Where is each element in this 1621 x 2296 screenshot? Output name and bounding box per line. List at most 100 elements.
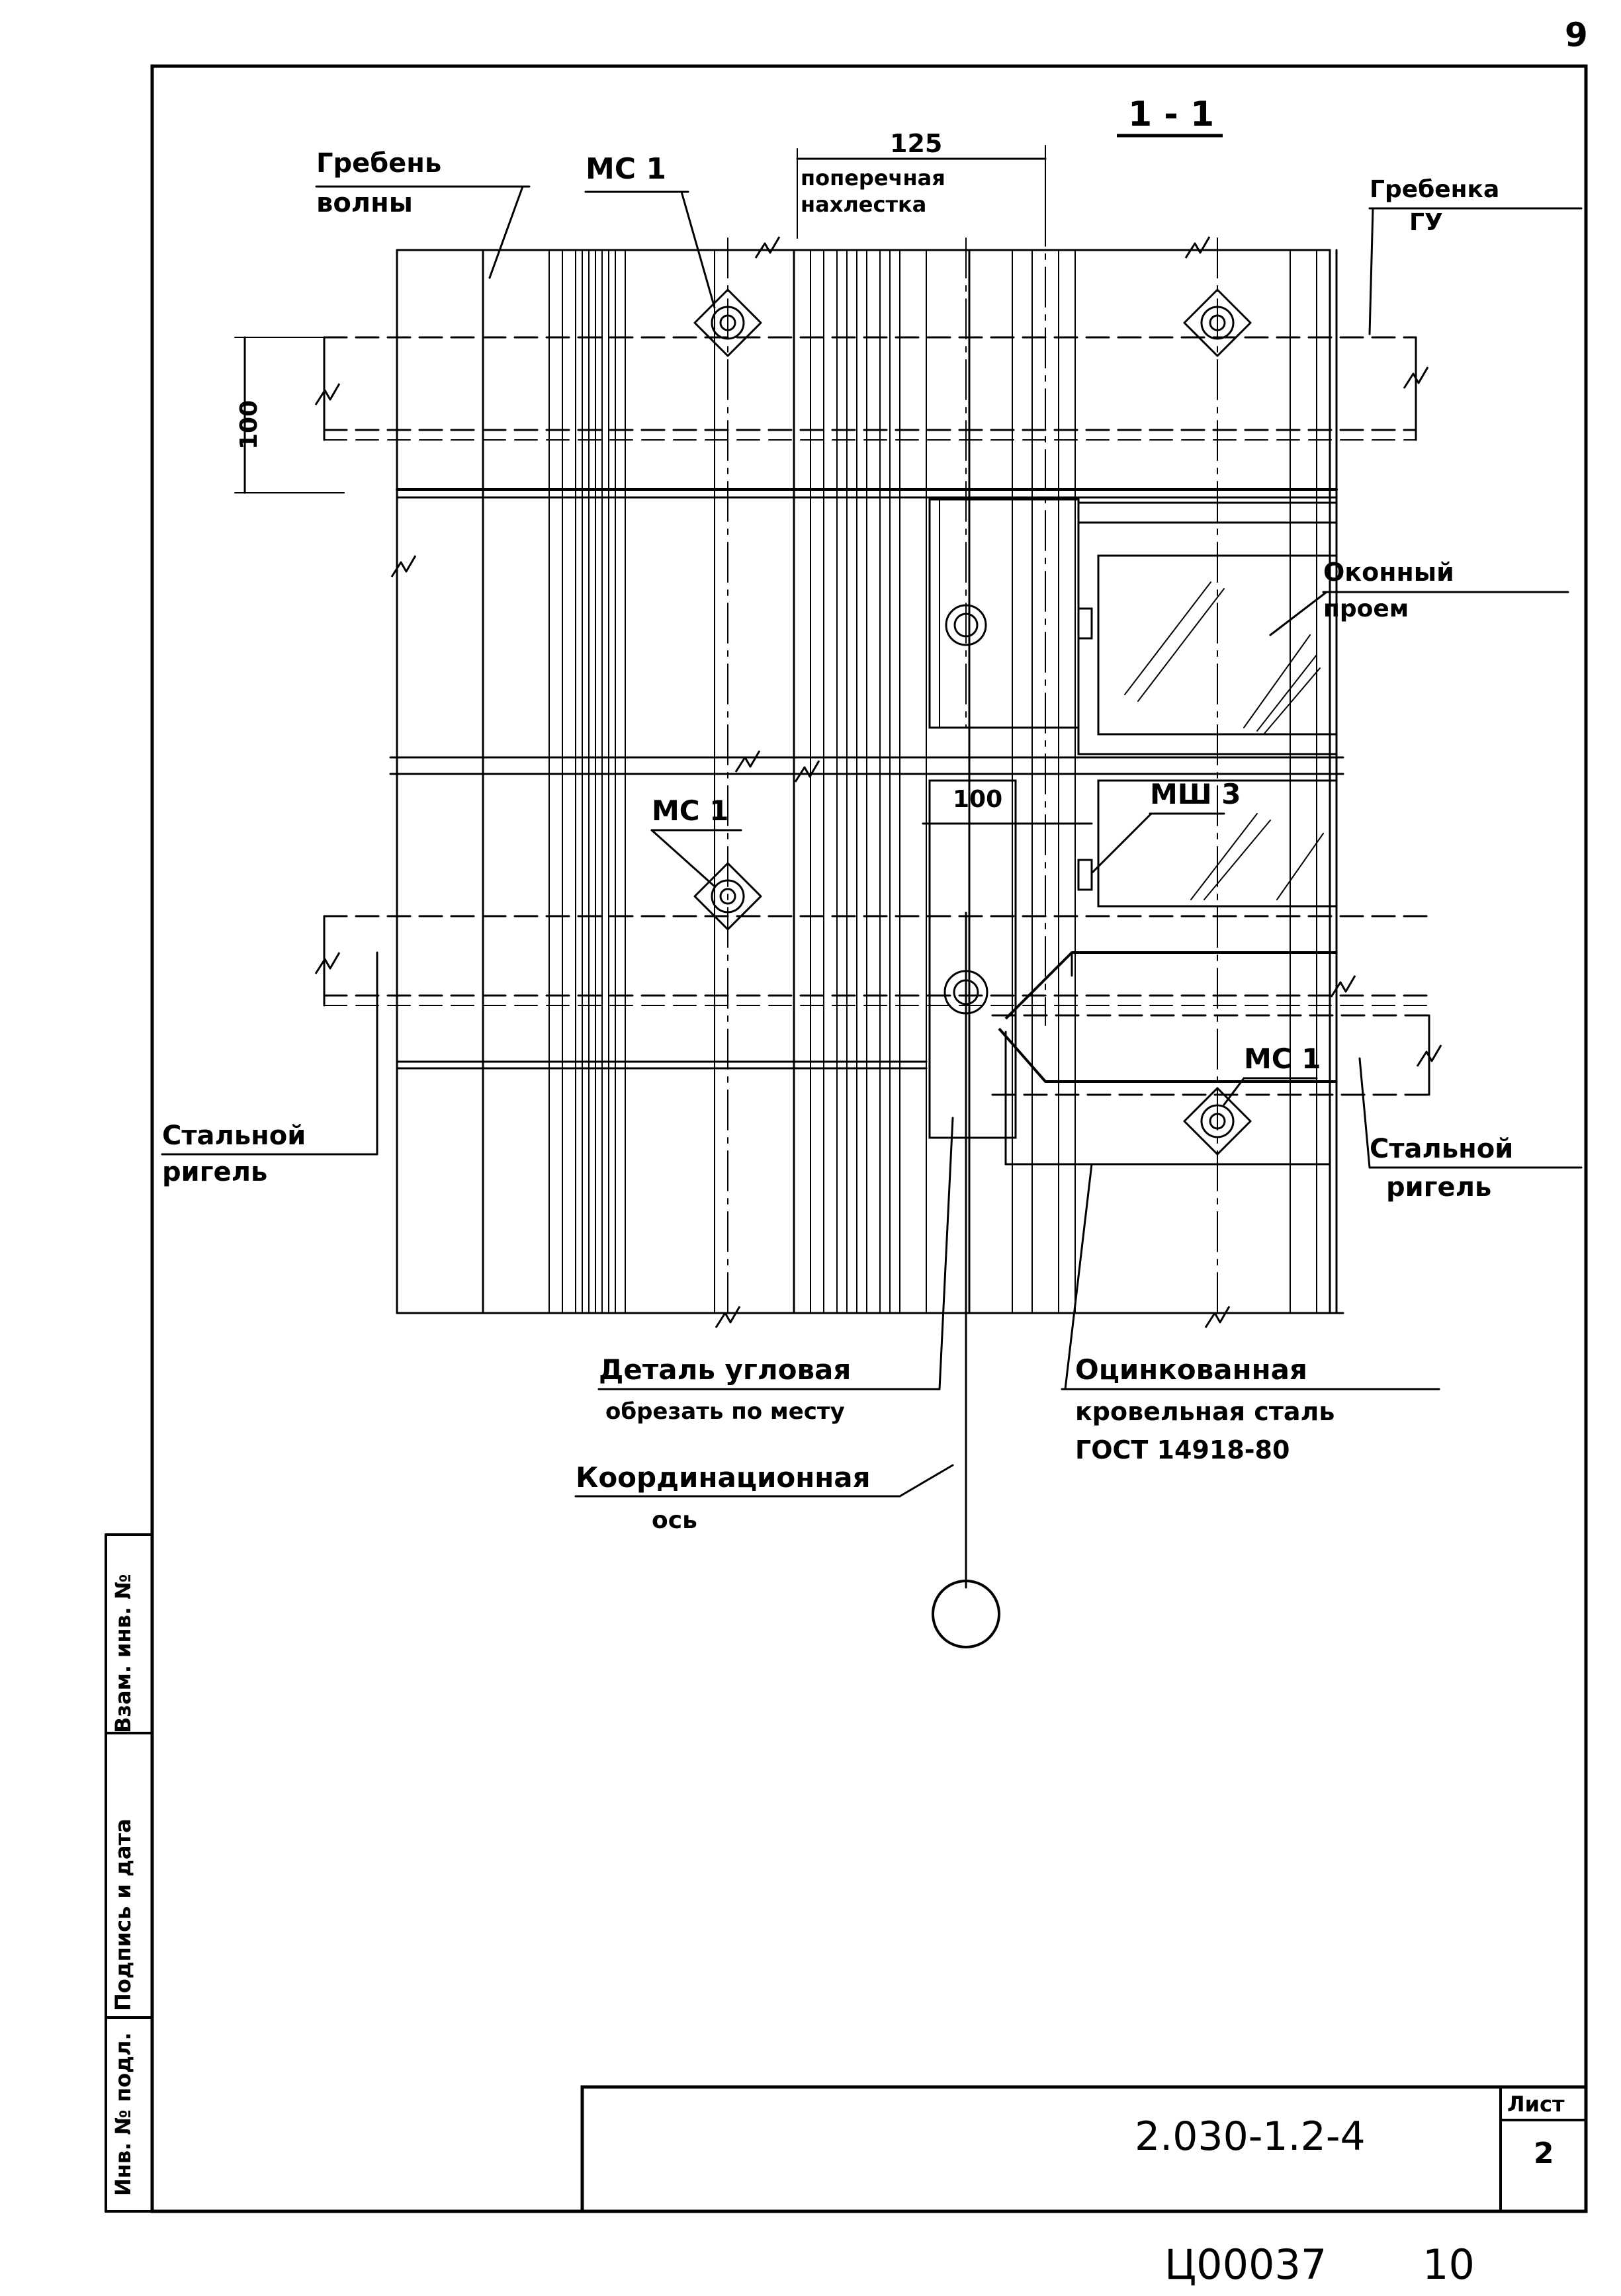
break-mark (314, 383, 341, 405)
archive-sheet: 10 (1423, 2240, 1475, 2289)
callout-ms1-top: МС 1 (586, 152, 666, 186)
fastener-ms1-top-right-bolt (1209, 314, 1226, 331)
coordination-axis-bubble (932, 1580, 1000, 1648)
glass-hatch-line (1243, 634, 1311, 728)
fastener-round-corner (943, 970, 988, 1015)
fastener-msh3-body (1077, 859, 1093, 891)
archive-number: Ц00037 (1164, 2240, 1327, 2289)
section-title: 1 - 1 (1128, 95, 1214, 134)
fastener-ms1-middle-bolt (719, 888, 736, 905)
leader-msh3 (1090, 812, 1153, 874)
callout-crest-wave-line2: волны (316, 188, 413, 218)
callout-window-opening: Оконный проем (1323, 558, 1454, 622)
leader-corner-detail (938, 1117, 954, 1390)
callout-galvanized-steel-line3: ГОСТ 14918-80 (1075, 1435, 1290, 1465)
callout-comb-gu-line2: ГУ (1409, 209, 1443, 236)
callout-steel-girder-left-line1: Стальной (162, 1121, 306, 1151)
leader-comb-gu (1368, 207, 1374, 335)
break-mark (1330, 975, 1356, 998)
page-number: 9 (1565, 16, 1588, 54)
callout-comb-gu: Гребенка ГУ (1370, 176, 1499, 236)
leader-crest-wave (488, 185, 524, 279)
callout-crest-wave: Гребень волны (316, 148, 441, 218)
fastener-round-upper-inner (953, 613, 979, 638)
callout-corner-detail-line2: обрезать по месту (605, 1398, 845, 1425)
document-code: 2.030-1.2-4 (1135, 2113, 1366, 2160)
leader-girder-right (1358, 1057, 1371, 1169)
corner-flashing-lower (998, 1027, 1336, 1083)
fastener-round-upper (945, 604, 987, 646)
callout-coordination-axis: Координационная ось (576, 1461, 871, 1534)
corner-flashing-upper (1004, 951, 1336, 1020)
leader-ms1-lower (1223, 1077, 1245, 1106)
glass-hatch-line (1190, 813, 1258, 900)
dimension-gutter-height: 100 (236, 400, 263, 450)
callout-corner-detail-line1: Деталь угловая (599, 1353, 851, 1386)
stamp-inv-podl: Инв. № подл. (110, 2032, 136, 2196)
callout-window-opening-line1: Оконный (1323, 558, 1454, 587)
break-mark (715, 1306, 741, 1328)
callout-galvanized-steel: Оцинкованная кровельная сталь ГОСТ 14918… (1075, 1353, 1335, 1465)
leader-ms1-middle (650, 829, 716, 888)
break-mark (390, 555, 417, 577)
leader-coord-axis (898, 1464, 954, 1498)
glass-hatch-line (1204, 820, 1271, 900)
callout-coord-axis-line2: ось (652, 1507, 697, 1534)
fastener-ms1-top-left-washer (711, 306, 745, 340)
dimension-overlap-width: 125 (890, 129, 942, 158)
callout-msh3: МШ 3 (1150, 778, 1241, 810)
glass-hatch-line (1256, 654, 1317, 732)
callout-steel-girder-left: Стальной ригель (162, 1121, 306, 1187)
fastener-ms1-lower-diamond (1183, 1087, 1252, 1156)
callout-steel-girder-left-line2: ригель (162, 1157, 267, 1187)
callout-crest-wave-line1: Гребень (316, 148, 441, 179)
window-lower-glass (1097, 779, 1338, 908)
break-mark (1204, 1306, 1231, 1328)
stamp-vzam-inv: Взам. инв. № (110, 1574, 136, 1733)
glass-hatch-line (1137, 588, 1225, 702)
callout-coord-axis-line1: Координационная (576, 1461, 871, 1494)
break-mark (1403, 366, 1429, 389)
callout-comb-gu-line1: Гребенка (1370, 176, 1499, 203)
callout-transverse-overlap-line2: нахлестка (801, 192, 926, 217)
corner-detail-plate (928, 779, 1017, 1139)
break-mark (1184, 236, 1211, 259)
glass-hatch-line (1276, 833, 1324, 900)
break-mark (314, 952, 341, 974)
dimension-corner-width: 100 (953, 786, 1002, 813)
fastener-ms1-top-left-diamond (693, 288, 762, 357)
fastener-ms1-top-right-washer (1200, 306, 1235, 340)
callout-steel-girder-right-line1: Стальной (1370, 1134, 1513, 1164)
fastener-round-corner-inner (953, 979, 979, 1005)
callout-transverse-overlap: поперечная нахлестка (801, 165, 945, 217)
fastener-msh3-upper (1077, 607, 1093, 640)
break-mark (734, 750, 761, 773)
break-mark (754, 236, 781, 259)
glass-hatch-line (1263, 667, 1321, 735)
glass-hatch-line (1124, 581, 1211, 695)
batten-strip-upper (928, 498, 1080, 729)
callout-ms1-lower: МС 1 (1244, 1042, 1321, 1075)
fastener-ms1-top-left-bolt (719, 314, 736, 331)
sheet-label: Лист (1507, 2092, 1565, 2117)
break-mark (794, 760, 820, 783)
window-frame-outer (1077, 501, 1338, 755)
break-mark (1416, 1044, 1442, 1067)
fastener-ms1-lower-bolt (1209, 1113, 1226, 1130)
title-block-frame (580, 2085, 1588, 2213)
callout-ms1-middle: МС 1 (652, 794, 728, 827)
callout-transverse-overlap-line1: поперечная (801, 165, 945, 191)
sheet-number: 2 (1534, 2137, 1554, 2170)
callout-steel-girder-right-line2: ригель (1386, 1172, 1491, 1203)
callout-steel-girder-right: Стальной ригель (1370, 1134, 1513, 1203)
fastener-ms1-middle-diamond (693, 862, 762, 931)
leader-window-opening (1269, 591, 1328, 636)
fastener-ms1-top-right-diamond (1183, 288, 1252, 357)
stamp-podpis-data: Подпись и дата (110, 1818, 136, 2011)
callout-galvanized-steel-line1: Оцинкованная (1075, 1353, 1307, 1386)
fastener-ms1-lower-washer (1200, 1104, 1235, 1138)
callout-corner-detail: Деталь угловая обрезать по месту (599, 1353, 851, 1425)
leader-galvanized (1064, 1163, 1093, 1390)
leader-ms1-top (680, 191, 716, 309)
